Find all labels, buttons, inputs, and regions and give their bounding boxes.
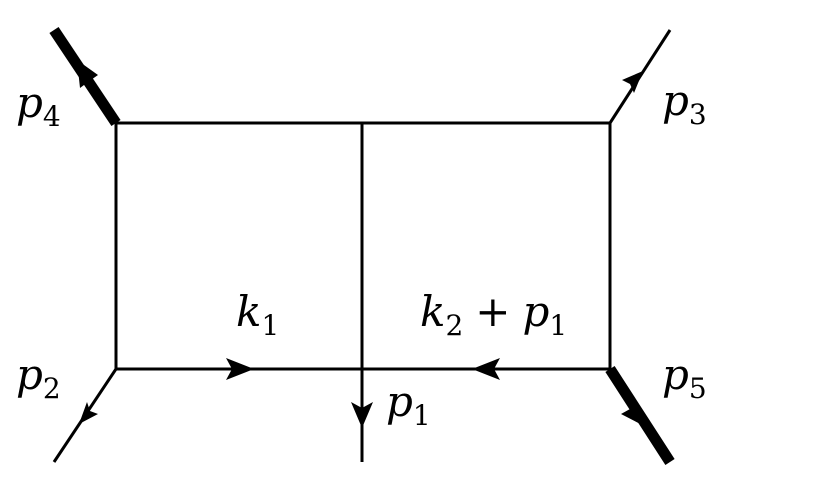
p3-arrow-icon bbox=[622, 71, 643, 93]
p1-arrow-icon bbox=[351, 402, 373, 428]
k1-label: k1 bbox=[236, 287, 279, 342]
k1-arrow-icon bbox=[226, 358, 254, 380]
p4-arrow-icon bbox=[77, 60, 98, 88]
p4-label: p4 bbox=[16, 78, 61, 133]
p1-label: p1 bbox=[386, 377, 431, 432]
k2-plus-p1-arrow-icon bbox=[472, 358, 500, 380]
p2-arrow-icon bbox=[79, 402, 98, 424]
p3-label: p3 bbox=[662, 76, 707, 131]
p2-label: p2 bbox=[16, 350, 61, 405]
p5-arrow-icon bbox=[621, 400, 646, 427]
p5-label: p5 bbox=[662, 350, 707, 405]
k2-plus-p1-label: k2+p1 bbox=[420, 287, 567, 342]
